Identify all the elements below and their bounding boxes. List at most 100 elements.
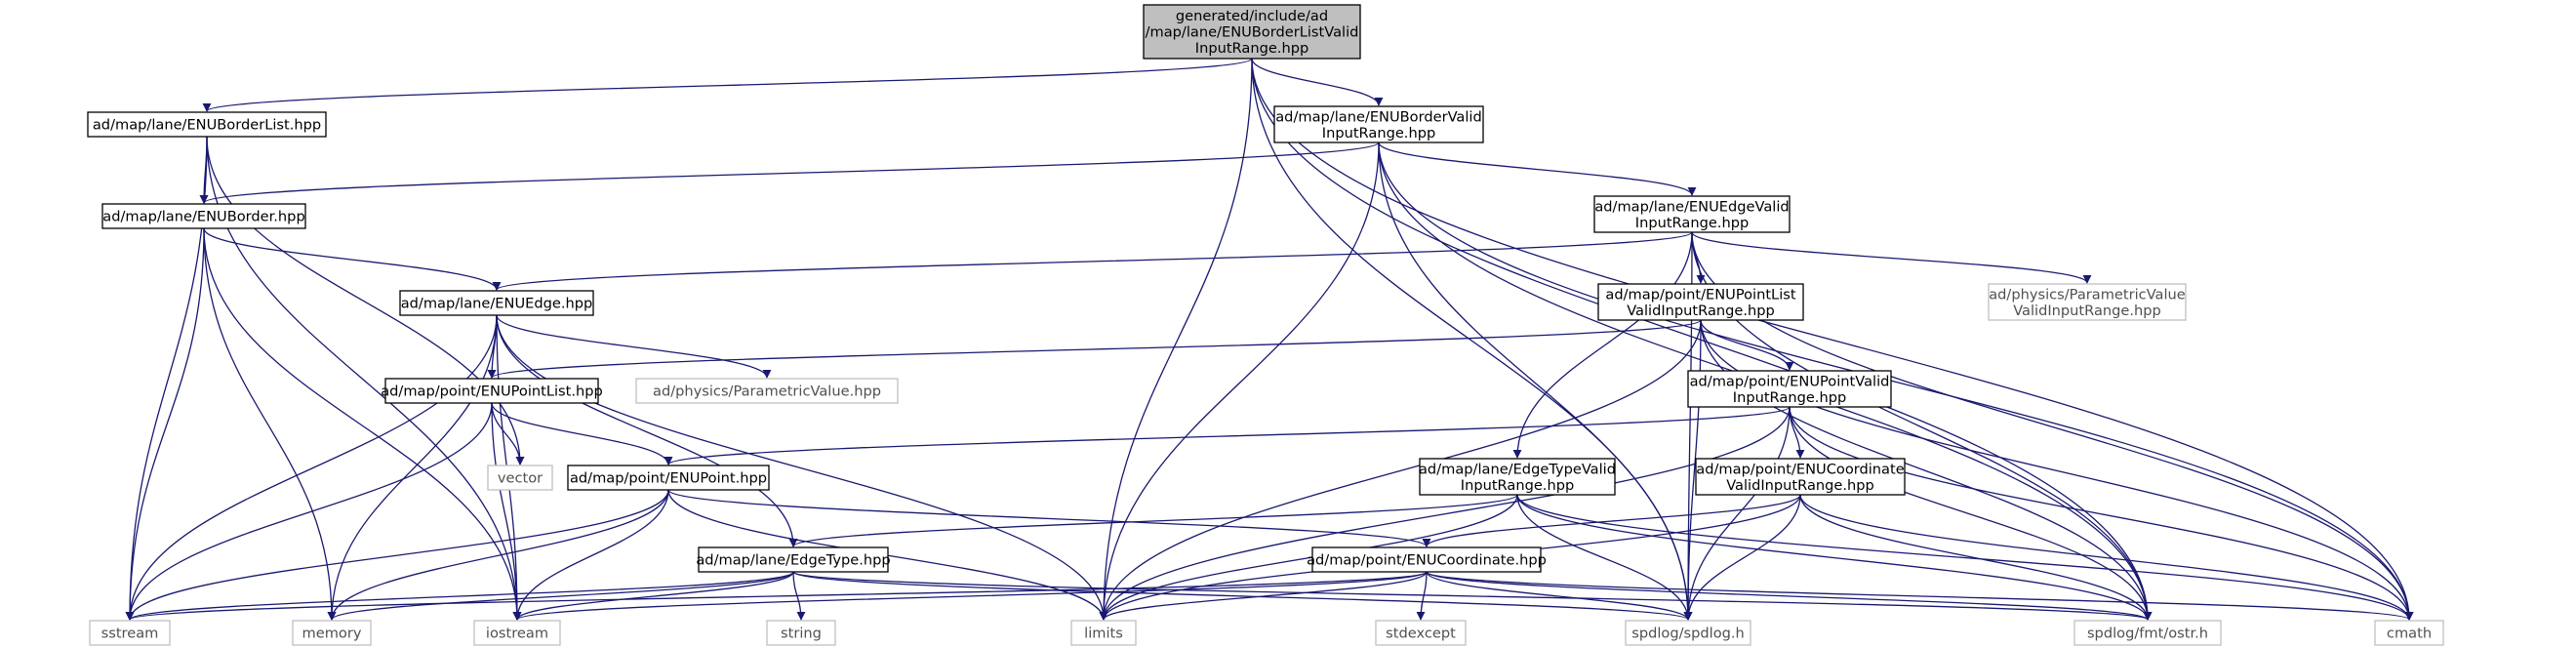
node-point-enu-point-list-valid[interactable]: ad/map/point/ENUPointListValidInputRange… (1597, 283, 1804, 321)
edge-point-enu-point-to-memory (327, 489, 669, 621)
node-box (1375, 620, 1467, 646)
file-nodes: generated/include/ad/map/lane/ENUBorderL… (87, 4, 2444, 646)
edge-lane-enu-border-to-memory (203, 227, 337, 621)
node-physics-parametric-value[interactable]: ad/physics/ParametricValue.hpp (635, 378, 899, 404)
node-label: InputRange.hpp (1461, 477, 1574, 494)
edge-lane-enu-edge-valid-to-point-enu-point-list-valid (1691, 231, 1706, 284)
node-box (1143, 4, 1361, 60)
node-point-enu-coordinate-valid[interactable]: ad/map/point/ENUCoordinateValidInputRang… (1695, 458, 1906, 496)
edge-lane-enu-border-valid-to-spdlog (1378, 142, 1693, 621)
node-lane-enu-border[interactable]: ad/map/lane/ENUBorder.hpp (101, 203, 306, 229)
edge-point-enu-point-list-valid-to-point-enu-point-valid (1700, 319, 1794, 371)
node-box (1695, 458, 1906, 496)
edge-point-enu-point-list-to-vector (491, 402, 525, 465)
edge-point-enu-coordinate-valid-to-point-enu-coordinate (1422, 494, 1801, 547)
edge-point-enu-point-list-to-sstream (125, 402, 493, 621)
node-label: spdlog/fmt/ostr.h (2087, 626, 2208, 642)
edge-lane-edge-type-valid-to-limits (1099, 494, 1518, 621)
edge-lane-enu-edge-valid-to-lane-enu-edge (492, 231, 1693, 291)
edge-lane-enu-border-to-iostream (203, 227, 522, 621)
node-memory[interactable]: memory (292, 620, 372, 646)
node-label: ad/map/lane/ENUBorderList.hpp (93, 117, 321, 134)
node-point-enu-coordinate[interactable]: ad/map/point/ENUCoordinate.hpp (1307, 546, 1547, 573)
node-box (89, 620, 171, 646)
node-label: sstream (101, 626, 159, 642)
edge-point-enu-point-list-valid-to-spdlog (1683, 319, 1702, 621)
node-label: spdlog/spdlog.h (1631, 626, 1745, 642)
edge-lane-edge-type-to-iostream (512, 571, 794, 621)
edge-root-to-lane-enu-border-valid (1251, 58, 1384, 106)
node-label: ad/map/point/ENUPointValid (1690, 373, 1890, 389)
edge-point-enu-point-list-to-iostream (491, 402, 522, 621)
node-root[interactable]: generated/include/ad/map/lane/ENUBorderL… (1143, 4, 1361, 60)
edge-point-enu-point-valid-to-point-enu-point (664, 406, 1791, 465)
node-box (1625, 620, 1751, 646)
edge-lane-enu-edge-to-memory (327, 314, 498, 621)
node-label: vector (498, 470, 543, 487)
node-cmath[interactable]: cmath (2374, 620, 2444, 646)
node-box (1597, 283, 1804, 321)
edge-point-enu-point-list-valid-to-limits (1099, 319, 1702, 621)
node-label: InputRange.hpp (1635, 215, 1749, 231)
node-label: cmath (2387, 626, 2432, 642)
node-label: ad/physics/ParametricValue (1989, 286, 2186, 303)
node-box (473, 620, 561, 646)
node-label: memory (302, 626, 362, 642)
node-label: ad/map/lane/ENUEdge.hpp (401, 296, 593, 312)
edge-lane-enu-border-to-sstream (125, 227, 205, 621)
node-box (698, 546, 889, 573)
node-stdexcept[interactable]: stdexcept (1375, 620, 1467, 646)
node-label: generated/include/ad (1176, 8, 1328, 24)
node-limits[interactable]: limits (1070, 620, 1137, 646)
node-box (635, 378, 899, 404)
edge-root-to-cmath (1251, 58, 2414, 621)
edge-point-enu-point-to-point-enu-coordinate (667, 489, 1431, 547)
node-lane-enu-border-list[interactable]: ad/map/lane/ENUBorderList.hpp (87, 111, 327, 138)
node-spdlog[interactable]: spdlog/spdlog.h (1625, 620, 1751, 646)
edge-point-enu-point-list-to-point-enu-point (491, 402, 673, 465)
edge-lane-enu-border-list-to-vector (206, 136, 525, 465)
node-box (1273, 105, 1484, 143)
node-iostream[interactable]: iostream (473, 620, 561, 646)
edge-lane-enu-edge-to-lane-edge-type (496, 314, 798, 547)
node-box (1687, 370, 1892, 408)
node-physics-parametric-value-valid[interactable]: ad/physics/ParametricValueValidInputRang… (1988, 283, 2187, 321)
node-ostr[interactable]: spdlog/fmt/ostr.h (2073, 620, 2222, 646)
edge-root-to-limits (1099, 58, 1253, 621)
node-lane-edge-type[interactable]: ad/map/lane/EdgeType.hpp (696, 546, 891, 573)
node-lane-enu-edge[interactable]: ad/map/lane/ENUEdge.hpp (399, 290, 594, 316)
edge-point-enu-point-valid-to-spdlog (1683, 406, 1791, 621)
edge-point-enu-coordinate-to-cmath (1426, 571, 2414, 621)
node-label: limits (1084, 626, 1123, 642)
edge-lane-enu-border-valid-to-cmath (1378, 142, 2414, 621)
node-label: InputRange.hpp (1733, 389, 1846, 406)
edge-point-enu-coordinate-to-limits (1099, 571, 1428, 621)
edge-lane-enu-border-to-lane-enu-edge (203, 227, 502, 291)
node-label: ValidInputRange.hpp (1627, 303, 1775, 319)
node-label: ad/map/lane/ENUBorder.hpp (102, 209, 304, 225)
node-box (2073, 620, 2222, 646)
node-vector[interactable]: vector (487, 465, 553, 491)
edge-point-enu-coordinate-to-ostr (1426, 571, 2153, 621)
node-string[interactable]: string (766, 620, 836, 646)
edge-point-enu-coordinate-to-spdlog (1426, 571, 1693, 621)
edge-lane-enu-edge-valid-to-physics-parametric-value-valid (1691, 231, 2092, 284)
node-box (2374, 620, 2444, 646)
node-label: ad/map/lane/ENUBorderValid (1275, 108, 1482, 125)
edge-point-enu-point-valid-to-ostr (1789, 406, 2153, 621)
dependency-edges (125, 58, 2414, 621)
edge-lane-edge-type-to-spdlog (792, 571, 1693, 621)
node-sstream[interactable]: sstream (89, 620, 171, 646)
edge-point-enu-coordinate-to-iostream (512, 571, 1428, 621)
node-point-enu-point[interactable]: ad/map/point/ENUPoint.hpp (567, 465, 770, 491)
node-point-enu-point-list[interactable]: ad/map/point/ENUPointList.hpp (381, 378, 603, 404)
node-box (766, 620, 836, 646)
edge-lane-enu-edge-to-limits (496, 314, 1108, 621)
node-box (292, 620, 372, 646)
node-label: ad/map/lane/EdgeTypeValid (1419, 461, 1616, 477)
